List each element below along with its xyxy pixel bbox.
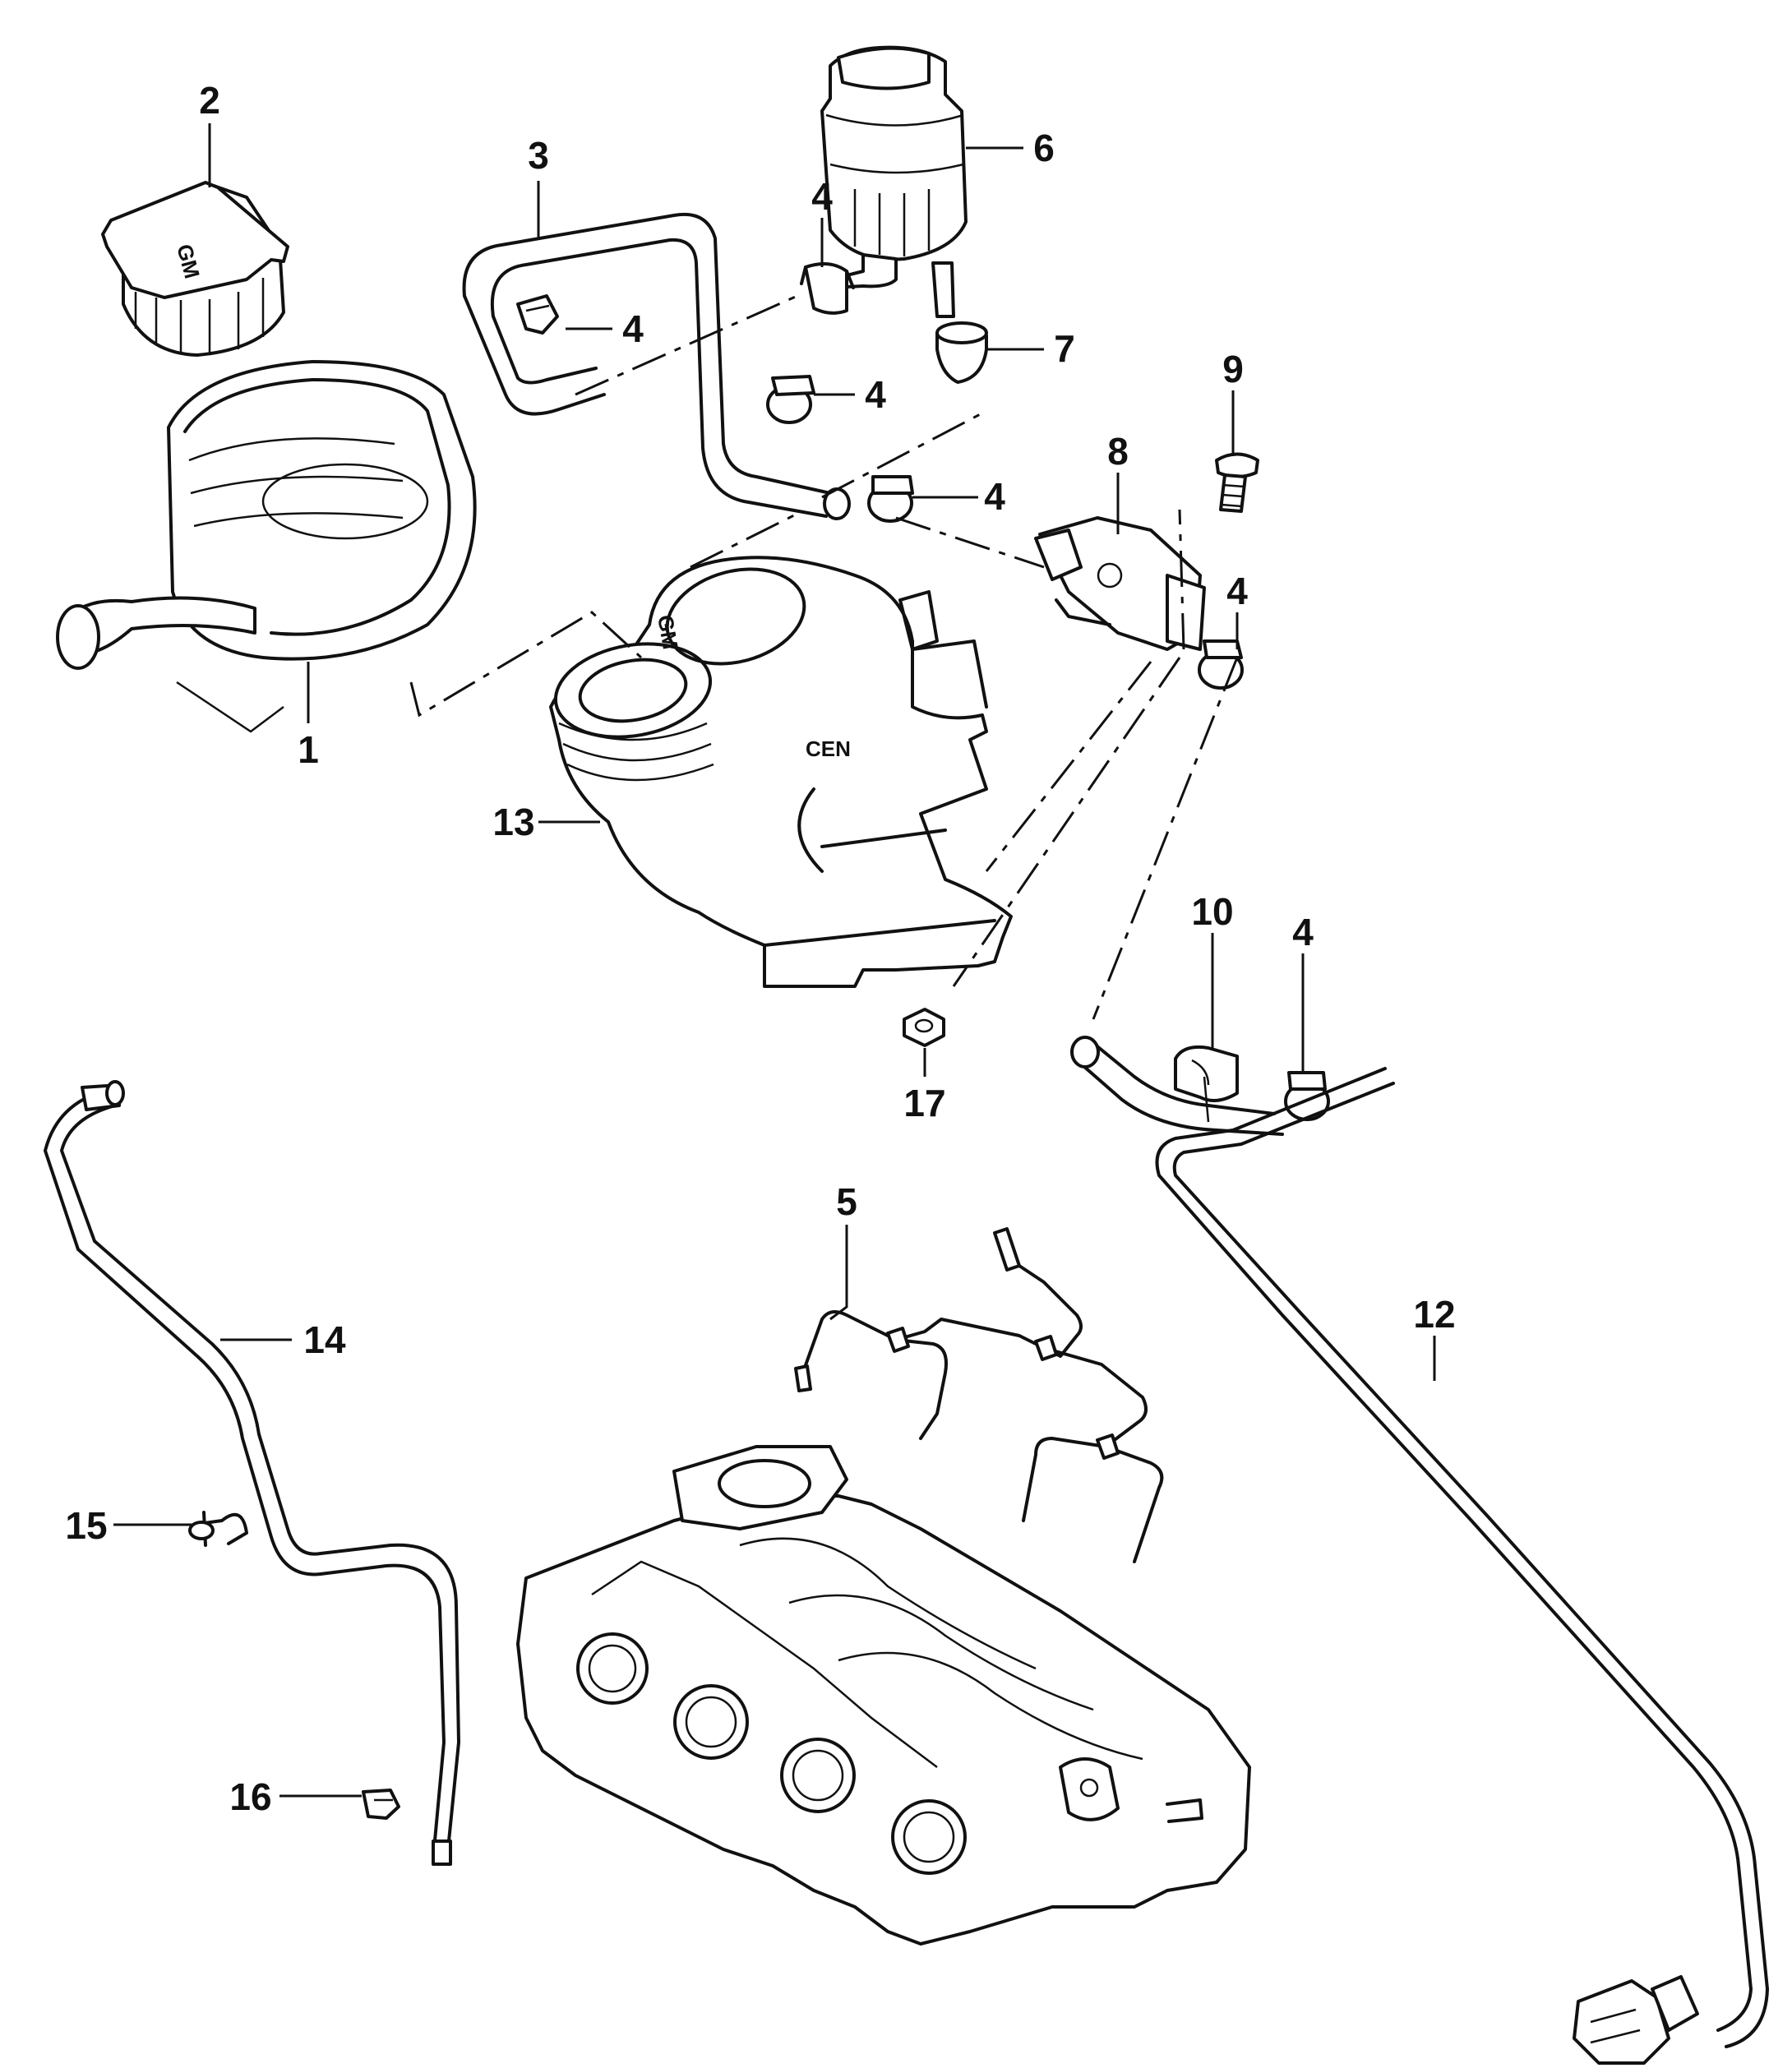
clamp-4c	[766, 375, 815, 424]
callout-7: 7	[1054, 327, 1075, 370]
bushing	[1174, 1045, 1239, 1102]
pump	[820, 45, 968, 318]
clamp-4e	[1198, 639, 1244, 690]
callout-4c: 4	[865, 373, 886, 416]
callout-6: 6	[1033, 127, 1055, 169]
callout-4f: 4	[1292, 911, 1314, 953]
clamp-4b	[516, 294, 559, 335]
callout-10: 10	[1191, 890, 1233, 933]
callout-12: 12	[1413, 1293, 1455, 1336]
clamp-4d	[867, 475, 914, 523]
callout-4e: 4	[1226, 570, 1248, 612]
line-end-connector	[1573, 1975, 1699, 2065]
callout-5: 5	[836, 1180, 857, 1223]
callout-2: 2	[199, 79, 220, 122]
clip-15	[188, 1511, 248, 1547]
leader-lines	[113, 123, 1436, 1798]
callout-9: 9	[1222, 348, 1244, 390]
hose-to-line-12	[1070, 1036, 1284, 1136]
grommet	[935, 321, 988, 384]
filler-cap: GM	[101, 181, 289, 357]
callout-1: 1	[298, 728, 319, 771]
manifold-vacuum-line-5	[794, 1227, 1164, 1563]
callout-4b: 4	[622, 307, 644, 350]
clip-16	[362, 1789, 400, 1820]
callout-labels: 2 1 3 4 4 4 4 4 4 5 6 7 8 9 10 12 13 14 …	[65, 79, 1455, 1818]
callout-4d: 4	[984, 475, 1005, 518]
callout-13: 13	[492, 801, 534, 843]
reservoir-stamp-right: CEN	[806, 736, 851, 761]
callout-17: 17	[903, 1082, 945, 1124]
callout-15: 15	[65, 1504, 107, 1547]
alignment-lines	[176, 294, 1239, 1123]
clamp-4a	[800, 262, 855, 315]
reservoir-neck	[56, 360, 477, 670]
callout-8: 8	[1107, 430, 1129, 473]
hose-3	[462, 212, 851, 520]
solenoid-valve	[1034, 516, 1206, 651]
callout-3: 3	[528, 134, 549, 177]
callout-4a: 4	[811, 175, 833, 218]
intake-manifold	[516, 1445, 1251, 1946]
reservoir-stamp-left: GM	[653, 613, 683, 651]
nut	[903, 1008, 945, 1047]
callout-16: 16	[229, 1775, 271, 1818]
vacuum-line-12	[1155, 1067, 1769, 2048]
bolt	[1215, 452, 1259, 513]
reservoir-housing: CEN GM	[549, 556, 1013, 988]
callout-14: 14	[303, 1318, 346, 1361]
vacuum-line-14	[44, 1080, 460, 1866]
